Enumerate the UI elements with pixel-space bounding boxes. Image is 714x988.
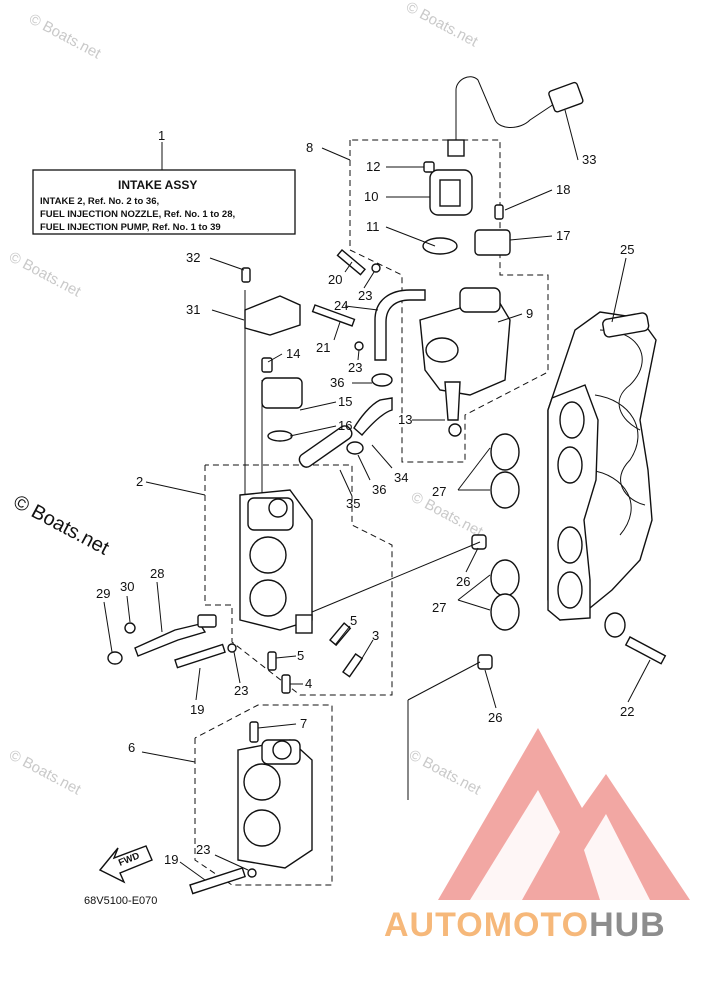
part-label: 23 [234,683,248,698]
part-label: 23 [348,360,362,375]
part-label: 28 [150,566,164,581]
part-label: 26 [488,710,502,725]
part-label: 6 [128,740,135,755]
throttle-body-upper [239,489,313,634]
fwd-arrow: FWD [98,845,153,884]
box-title: INTAKE ASSY [118,178,197,192]
diagram-code: 68V5100-E070 [84,895,157,907]
part-label: 20 [328,272,342,287]
part-label: 9 [526,306,533,321]
part-label: 33 [582,152,596,167]
watermark: © Boats.net [6,747,84,799]
part-label: 34 [394,470,408,485]
part-label: 26 [456,574,470,589]
part-label: 36 [372,482,386,497]
part-label: 16 [338,418,352,433]
part-label: 35 [346,496,360,511]
injector [107,614,217,665]
box-line: INTAKE 2, Ref. No. 2 to 36, [40,196,159,207]
watermark: © Boats.net [408,489,486,541]
part-label: 31 [186,302,200,317]
sensor-and-harness [447,76,584,256]
box-line: FUEL INJECTION PUMP, Ref. No. 1 to 39 [40,222,221,233]
intake-manifold [547,311,657,621]
part-label: 30 [120,579,134,594]
fuel-pump-assembly [419,169,511,437]
part-label: 25 [620,242,634,257]
brand-logo [438,728,690,900]
box-line: FUEL INJECTION NOZZLE, Ref. No. 1 to 28, [40,209,235,220]
part-label: 13 [398,412,412,427]
part-label: 29 [96,586,110,601]
part-label: 19 [190,702,204,717]
part-label: 7 [300,716,307,731]
assembly-boundaries [194,139,549,886]
part-label: 14 [286,346,300,361]
watermark: © Boats.net [26,11,104,63]
intake-assy-box: 1 INTAKE ASSY INTAKE 2, Ref. No. 2 to 36… [32,128,296,235]
part-label: 24 [334,298,348,313]
part-label: 5 [297,648,304,663]
part-label: 2 [136,474,143,489]
part-label: 15 [338,394,352,409]
heat-shield [244,295,301,336]
watermark: © Boats.net [6,249,84,301]
o-rings [490,433,520,631]
part-labels: 2 3 4 5 5 6 7 8 9 10 11 12 13 14 15 16 1… [96,140,634,867]
part-label: 21 [316,340,330,355]
part-label: 19 [164,852,178,867]
part-label: 27 [432,484,446,499]
guide-lines [244,290,481,800]
hoses [298,289,426,468]
part-label: 17 [556,228,570,243]
throttle-body-lower [237,739,313,869]
part-label: 11 [366,219,380,234]
leader-lines [103,109,651,881]
part-label: 12 [366,159,380,174]
part-label: 23 [196,842,210,857]
part-label: 10 [364,189,378,204]
brand-text: AUTOMOTOHUB [384,906,666,944]
watermark: © Boats.net [406,747,484,799]
watermark-main: © Boats.net [10,491,113,560]
part-label: 8 [306,140,313,155]
part-label: 32 [186,250,200,265]
ref-1-label: 1 [158,128,165,143]
part-label: 27 [432,600,446,615]
part-label: 5 [350,613,357,628]
part-label: 4 [305,676,312,691]
part-label: 18 [556,182,570,197]
part-label: 22 [620,704,634,719]
collar [477,654,493,670]
part-label: 3 [372,628,379,643]
part-label: 23 [358,288,372,303]
bolts [174,161,667,895]
watermark-layer: © Boats.net © Boats.net © Boats.net © Bo… [6,0,486,799]
part-label: 36 [330,375,344,390]
watermark: © Boats.net [403,0,481,51]
